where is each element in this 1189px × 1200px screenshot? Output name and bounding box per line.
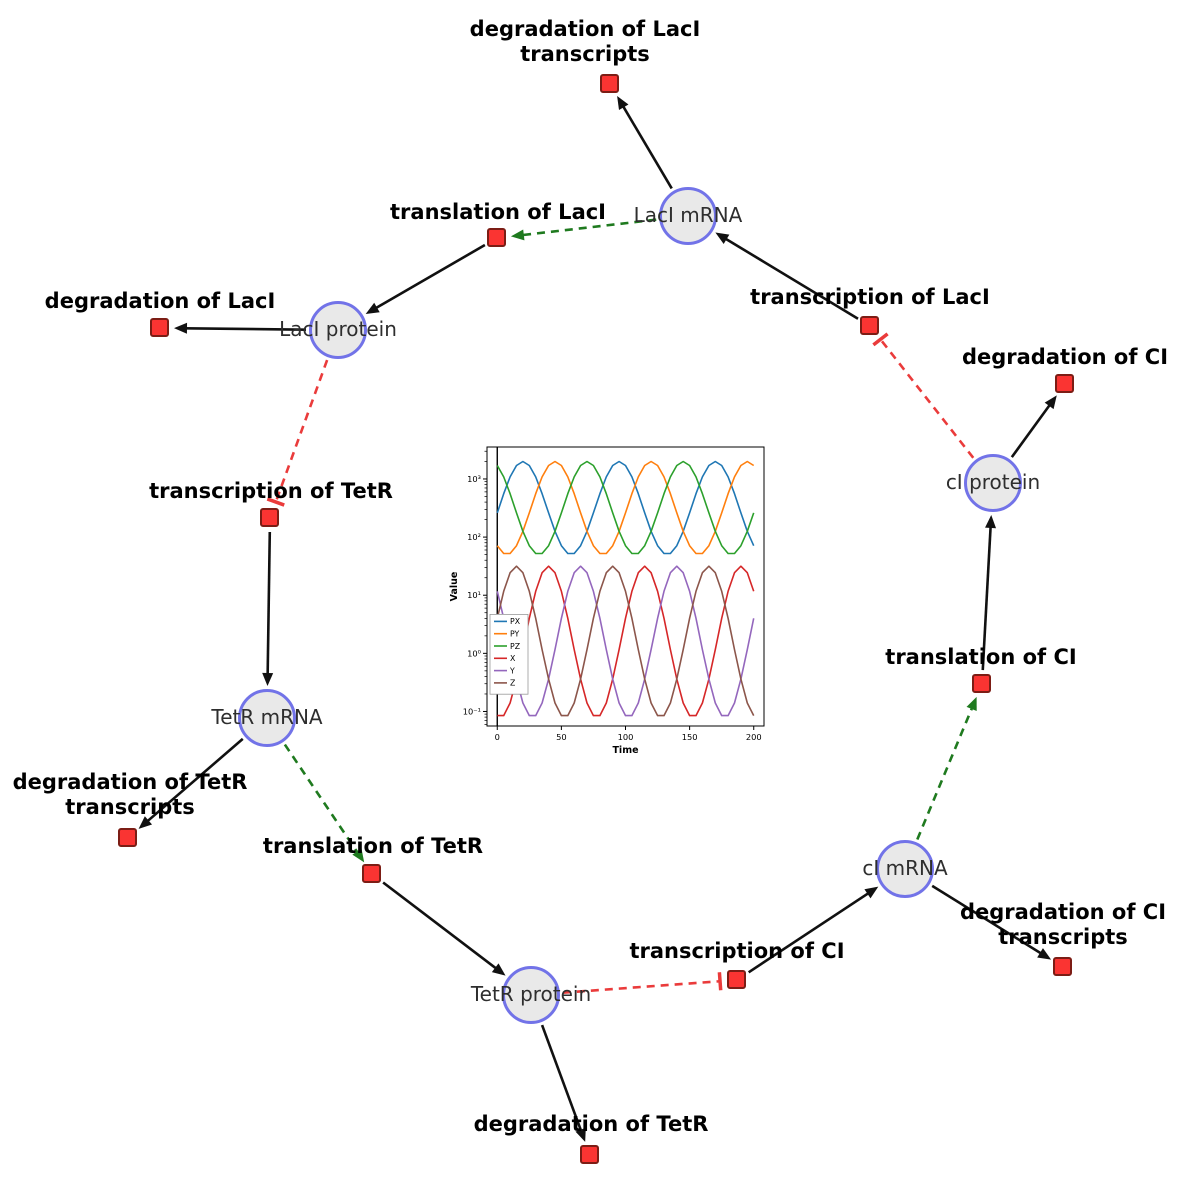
legend-box <box>489 613 529 695</box>
arrowhead-icon <box>491 963 506 976</box>
reaction-label-deg_cI_tx: degradation of CI transcripts <box>959 900 1167 949</box>
reaction-node-deg_TetR_tx[interactable] <box>118 828 137 847</box>
edge-inhibition <box>562 979 721 994</box>
y-tick-label: 10³ <box>467 474 481 484</box>
edge-production <box>723 236 859 320</box>
arrowhead-icon <box>575 1127 586 1142</box>
y-tick-label: 10⁻¹ <box>463 706 481 716</box>
arrowhead-icon <box>966 696 977 712</box>
edge-production <box>266 531 272 677</box>
series-X <box>497 565 755 717</box>
arrowhead-icon <box>715 232 730 244</box>
edge-consumption <box>540 1024 583 1133</box>
reaction-label-deg_cI: degradation of CI <box>961 344 1169 369</box>
edge-modifier <box>520 218 657 237</box>
edge-consumption <box>183 326 307 331</box>
reaction-label-deg_LacI: degradation of LacI <box>44 288 276 313</box>
reaction-label-translation_TetR: translation of TetR <box>262 833 484 858</box>
edge-consumption <box>931 884 1044 956</box>
edge-consumption <box>621 104 673 190</box>
arrowhead-icon <box>138 816 153 829</box>
y-axis-label: Value <box>449 572 460 602</box>
reaction-label-deg_TetR_tx: degradation of TetR transcripts <box>12 770 248 819</box>
reaction-label-transcription_LacI: transcription of LacI <box>750 284 990 309</box>
reaction-node-transcription_cI[interactable] <box>727 970 746 989</box>
legend-label-PX: PX <box>510 617 521 626</box>
reaction-label-transcription_cI: transcription of CI <box>629 938 845 963</box>
edge-production <box>373 243 486 311</box>
reaction-label-translation_cI: translation of CI <box>885 644 1077 669</box>
edge-inhibition <box>274 359 329 503</box>
edge-consumption <box>145 737 244 824</box>
edge-modifier <box>916 705 974 840</box>
x-tick-label: 50 <box>556 732 567 742</box>
x-tick-label: 150 <box>682 732 698 742</box>
species-node-LacI_protein[interactable] <box>309 301 367 359</box>
species-node-cI_mRNA[interactable] <box>876 840 934 898</box>
edge-production <box>382 881 499 971</box>
series-PZ <box>496 460 755 555</box>
y-tick-label: 10² <box>467 532 481 542</box>
reaction-node-transcription_LacI[interactable] <box>860 316 879 335</box>
reaction-node-translation_LacI[interactable] <box>487 228 506 247</box>
arrowhead-icon <box>1037 948 1052 960</box>
inhibition-tee-icon <box>872 332 889 347</box>
reaction-node-deg_LacI_tx[interactable] <box>600 74 619 93</box>
species-node-TetR_mRNA[interactable] <box>238 689 296 747</box>
reaction-node-translation_cI[interactable] <box>972 674 991 693</box>
species-node-cI_protein[interactable] <box>964 454 1022 512</box>
inhibition-tee-icon <box>266 497 285 507</box>
arrowhead-icon <box>510 229 525 241</box>
arrowhead-icon <box>352 848 365 863</box>
series-PX <box>496 460 755 555</box>
reaction-node-translation_TetR[interactable] <box>362 864 381 883</box>
reaction-node-deg_TetR[interactable] <box>580 1145 599 1164</box>
edge-production <box>981 524 993 671</box>
reaction-label-deg_TetR: degradation of TetR <box>473 1111 709 1136</box>
legend-label-X: X <box>510 654 516 663</box>
legend-label-PY: PY <box>510 630 520 639</box>
series-Y <box>496 565 755 717</box>
x-axis-label: Time <box>612 745 638 756</box>
arrowhead-icon <box>617 96 629 111</box>
inhibition-tee-icon <box>717 972 723 991</box>
edge-inhibition <box>879 338 975 459</box>
reaction-label-translation_LacI: translation of LacI <box>390 199 606 224</box>
y-tick-label: 10⁰ <box>467 648 482 658</box>
x-tick-label: 100 <box>618 732 634 742</box>
arrowhead-icon <box>365 302 380 314</box>
reaction-node-transcription_TetR[interactable] <box>260 508 279 527</box>
legend-label-Y: Y <box>509 666 515 675</box>
y-tick-label: 10¹ <box>467 590 481 600</box>
arrowhead-icon <box>985 514 997 529</box>
arrowhead-icon <box>864 886 879 899</box>
legend-label-Z: Z <box>510 679 515 688</box>
edge-production <box>747 891 871 974</box>
x-tick-label: 0 <box>495 732 500 742</box>
reaction-label-deg_LacI_tx: degradation of LacI transcripts <box>469 17 701 66</box>
reaction-label-transcription_TetR: transcription of TetR <box>149 478 393 503</box>
arrowhead-icon <box>1044 395 1057 410</box>
plot-frame <box>486 446 765 727</box>
series-Z <box>496 565 755 717</box>
reaction-node-deg_cI[interactable] <box>1055 374 1074 393</box>
species-node-TetR_protein[interactable] <box>502 966 560 1024</box>
reaction-node-deg_LacI[interactable] <box>150 318 169 337</box>
series-PY <box>496 460 755 555</box>
edge-consumption <box>1010 402 1052 458</box>
x-tick-label: 200 <box>746 732 762 742</box>
reaction-node-deg_cI_tx[interactable] <box>1053 957 1072 976</box>
legend-label-PZ: PZ <box>510 642 520 651</box>
arrowhead-icon <box>262 672 274 687</box>
arrowhead-icon <box>173 322 188 334</box>
species-node-LacI_mRNA[interactable] <box>659 187 717 245</box>
